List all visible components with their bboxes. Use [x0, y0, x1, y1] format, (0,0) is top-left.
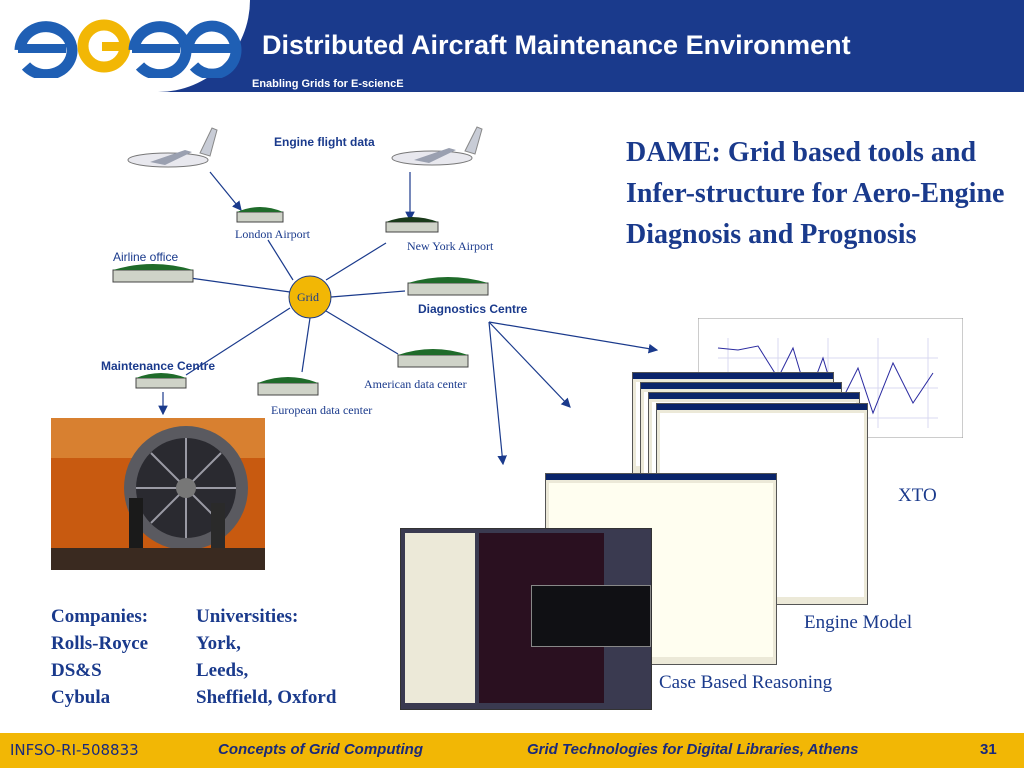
footer-event-title: Grid Technologies for Digital Libraries,…	[527, 741, 859, 758]
diagnostics-centre-label: Diagnostics Centre	[418, 302, 528, 316]
egee-logo	[14, 19, 242, 78]
european-data-center-label: European data center	[271, 403, 373, 417]
dame-heading: DAME: Grid based tools and Infer-structu…	[626, 137, 1005, 250]
engine-flight-data-label: Engine flight data	[274, 135, 375, 149]
page-number: 31	[980, 741, 997, 758]
arrow-to-xto	[488, 321, 659, 354]
building-icon	[257, 377, 319, 396]
footer-course-title: Concepts of Grid Computing	[218, 741, 423, 758]
footer-project-id: INFSO-RI-508833	[10, 741, 139, 759]
engine-photo	[51, 418, 265, 570]
building-icon	[112, 264, 194, 283]
arrow-plane-to-london	[209, 171, 242, 211]
universities-heading: Universities:	[196, 606, 299, 627]
xto-label: XTO	[898, 485, 937, 506]
grid-hub	[288, 275, 332, 319]
building-icon	[236, 207, 284, 223]
arrow-to-cbr	[488, 321, 507, 466]
page-subtitle: Enabling Grids for E-sciencE	[252, 78, 404, 90]
airline-office-label: Airline office	[113, 250, 179, 264]
footer-bar	[0, 733, 1024, 768]
building-icon	[407, 277, 489, 296]
new-york-airport-label: New York Airport	[407, 239, 494, 253]
companies-heading: Companies:	[51, 606, 149, 627]
grid-diagram	[112, 126, 659, 466]
arrow-to-engine-model	[488, 321, 571, 408]
signal-analysis-screenshot	[400, 528, 652, 710]
grid-hub-label: Grid	[297, 290, 319, 304]
american-data-center-label: American data center	[364, 377, 467, 391]
grid-spokes	[185, 239, 406, 376]
airplane-icon	[391, 126, 483, 166]
building-icon	[135, 373, 187, 389]
building-icon	[385, 217, 439, 233]
engine-model-label: Engine Model	[804, 612, 913, 633]
universities-list: York, Leeds, Sheffield, Oxford	[196, 633, 337, 708]
page-title: Distributed Aircraft Maintenance Environ…	[262, 30, 851, 60]
building-icon	[397, 349, 469, 368]
airplane-icon	[127, 127, 218, 168]
companies-list: Rolls-Royce DS&S Cybula	[51, 633, 149, 708]
case-based-reasoning-label: Case Based Reasoning	[659, 672, 833, 693]
london-airport-label: London Airport	[235, 227, 310, 241]
maintenance-centre-label: Maintenance Centre	[101, 359, 216, 373]
